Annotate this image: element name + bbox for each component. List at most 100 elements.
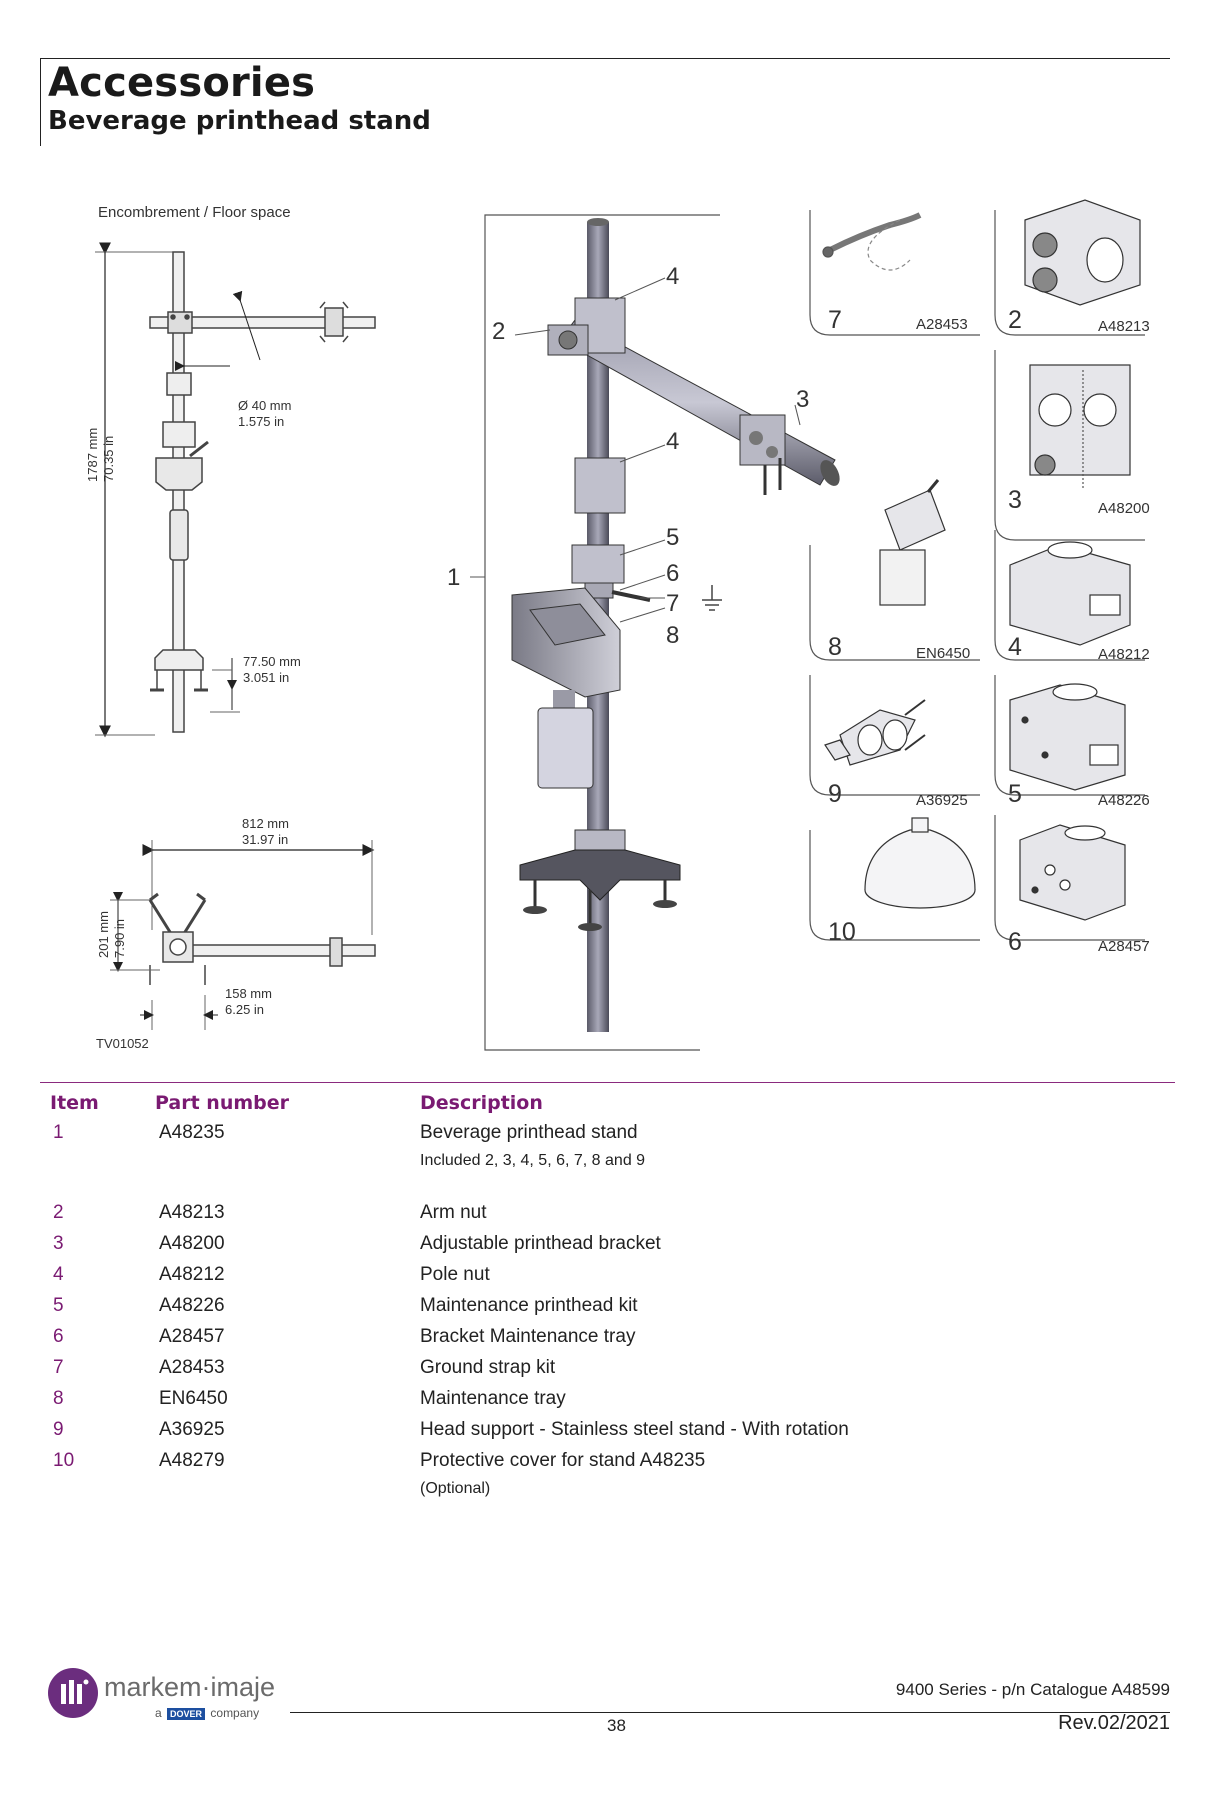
table-row: 4 A48212 Pole nut <box>0 1264 1223 1294</box>
row-description: Arm nut <box>420 1202 487 1223</box>
callout-1: 1 <box>447 564 461 591</box>
dim-width-mm: 812 mm <box>242 816 289 831</box>
dim-depth-in: 7.90 in <box>112 918 127 958</box>
dim-width-in: 31.97 in <box>242 832 289 847</box>
table-row: 1 A48235 Beverage printhead stand <box>0 1122 1223 1152</box>
panel-4-part: A48212 <box>1098 646 1150 663</box>
part-panels <box>809 199 1145 941</box>
col-header-item: Item <box>50 1092 99 1114</box>
dim-offset-in: 6.25 in <box>225 1002 265 1017</box>
dim-offset-mm: 158 mm <box>225 986 272 1001</box>
panel-9-part: A36925 <box>916 792 968 809</box>
row-item: 1 <box>53 1122 64 1143</box>
callout-4-mid: 4 <box>666 428 680 455</box>
row-part-number: A48200 <box>159 1233 225 1254</box>
row-part-number: A48226 <box>159 1295 225 1316</box>
row-part-number: A28457 <box>159 1326 225 1347</box>
callout-2: 2 <box>492 318 506 345</box>
tagline-suffix: company <box>210 1706 260 1720</box>
table-row: 10 A48279 Protective cover for stand A48… <box>0 1450 1223 1480</box>
brand-logo-icon <box>48 1668 98 1718</box>
row-part-number: EN6450 <box>159 1388 228 1409</box>
stand-figure: Encombrement / Floor space Ø 40 mm 1.575… <box>0 190 1223 1080</box>
top-view-drawing <box>110 840 376 1030</box>
callout-6: 6 <box>666 560 680 587</box>
callout-5: 5 <box>666 524 680 551</box>
callout-3: 3 <box>796 386 810 413</box>
row-part-number: A48213 <box>159 1202 225 1223</box>
row-item: 10 <box>53 1450 75 1471</box>
brand-name: markem·imaje <box>104 1672 276 1702</box>
stand-drawings <box>95 199 1145 1051</box>
table-row: 6 A28457 Bracket Maintenance tray <box>0 1326 1223 1356</box>
row-description: Pole nut <box>420 1264 490 1285</box>
floor-space-label: Encombrement / Floor space <box>98 204 291 221</box>
panel-7-num: 7 <box>828 306 842 334</box>
row-part-number: A48235 <box>159 1122 225 1143</box>
callout-8: 8 <box>666 622 680 649</box>
panel-3-num: 3 <box>1008 486 1022 514</box>
dim-height-mm: 1787 mm <box>85 427 100 482</box>
panel-3-part: A48200 <box>1098 500 1150 517</box>
callout-4-top: 4 <box>666 263 680 290</box>
catalogue-series: 9400 Series - p/n Catalogue A48599 <box>895 1680 1170 1699</box>
dover-badge: DOVER <box>167 1708 206 1720</box>
dim-diameter-in: 1.575 in <box>238 414 285 429</box>
row-part-number: A48279 <box>159 1450 225 1471</box>
dim-height-in: 70.35 in <box>101 435 116 482</box>
page-title: Accessories <box>48 60 316 106</box>
brand-tagline: a DOVER company <box>155 1706 259 1720</box>
page-number: 38 <box>607 1716 626 1735</box>
row-item: 7 <box>53 1357 64 1378</box>
row-note: Included 2, 3, 4, 5, 6, 7, 8 and 9 <box>420 1152 646 1169</box>
header-frame <box>40 58 1170 146</box>
table-row: 5 A48226 Maintenance printhead kit <box>0 1295 1223 1325</box>
table-row: 8 EN6450 Maintenance tray <box>0 1388 1223 1418</box>
panel-9-num: 9 <box>828 780 842 808</box>
panel-4-num: 4 <box>1008 633 1022 661</box>
logo-bars <box>61 1679 89 1704</box>
panel-6-part: A28457 <box>1098 938 1150 955</box>
row-description: Beverage printhead stand <box>420 1122 638 1143</box>
callout-7: 7 <box>666 590 680 617</box>
page-subtitle: Beverage printhead stand <box>48 106 431 136</box>
row-part-number: A28453 <box>159 1357 225 1378</box>
table-row: 3 A48200 Adjustable printhead bracket <box>0 1233 1223 1263</box>
front-view-drawing <box>95 242 376 738</box>
table-row: 2 A48213 Arm nut <box>0 1202 1223 1232</box>
dim-depth-mm: 201 mm <box>96 911 111 958</box>
row-item: 6 <box>53 1326 64 1347</box>
row-part-number: A48212 <box>159 1264 225 1285</box>
dim-foot-mm: 77.50 mm <box>243 654 301 669</box>
revision: Rev.02/2021 <box>1058 1712 1170 1734</box>
panel-5-num: 5 <box>1008 780 1022 808</box>
table-row-note: (Optional) <box>0 1480 1223 1510</box>
row-item: 4 <box>53 1264 64 1285</box>
drawing-ref: TV01052 <box>96 1036 149 1051</box>
row-description: Protective cover for stand A48235 <box>420 1450 706 1471</box>
row-item: 5 <box>53 1295 64 1316</box>
dim-diameter-mm: Ø 40 mm <box>238 398 292 413</box>
table-row: 9 A36925 Head support - Stainless steel … <box>0 1419 1223 1449</box>
panel-2-num: 2 <box>1008 306 1022 334</box>
row-description: Maintenance printhead kit <box>420 1295 638 1316</box>
row-item: 2 <box>53 1202 64 1223</box>
col-header-part: Part number <box>155 1092 290 1114</box>
row-description: Maintenance tray <box>420 1388 566 1409</box>
col-header-desc: Description <box>420 1092 543 1114</box>
row-part-number: A36925 <box>159 1419 225 1440</box>
row-item: 9 <box>53 1419 64 1440</box>
panel-7-part: A28453 <box>916 316 968 333</box>
dim-foot-in: 3.051 in <box>243 670 290 685</box>
panel-5-part: A48226 <box>1098 792 1150 809</box>
panel-6-num: 6 <box>1008 928 1022 956</box>
footer-rule <box>290 1712 1170 1713</box>
row-note: (Optional) <box>420 1480 491 1497</box>
table-row: 7 A28453 Ground strap kit <box>0 1357 1223 1387</box>
panel-10-num: 10 <box>828 918 856 946</box>
row-description: Ground strap kit <box>420 1357 556 1378</box>
panel-8-part: EN6450 <box>916 645 971 662</box>
panel-8-num: 8 <box>828 633 842 661</box>
row-description: Bracket Maintenance tray <box>420 1326 636 1347</box>
panel-2-part: A48213 <box>1098 318 1150 335</box>
